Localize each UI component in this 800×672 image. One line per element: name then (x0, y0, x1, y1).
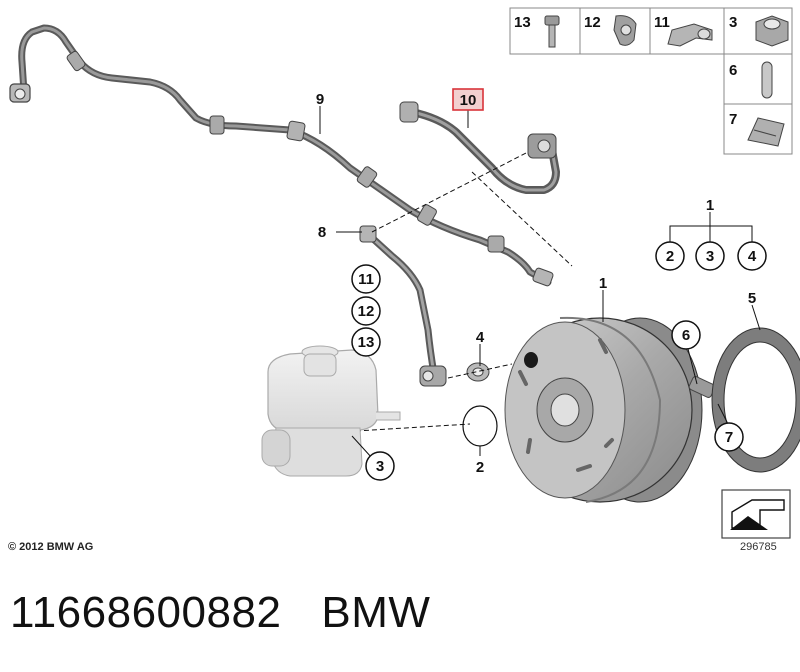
nut-icon (755, 15, 789, 47)
label-9: 9 (316, 91, 324, 108)
circled-labels (351, 241, 767, 481)
bracket-icon (667, 23, 713, 47)
spring-clip-icon (747, 117, 785, 147)
vacuum-line-long (9, 24, 554, 287)
clip-icon (613, 15, 637, 46)
bolt-icon (544, 15, 560, 48)
label-1: 1 (599, 275, 607, 292)
footer-caption: 11668600882 BMW (10, 588, 430, 638)
label-12: 12 (358, 303, 375, 320)
table-label-13: 13 (514, 14, 531, 31)
label-kit-3: 3 (706, 248, 714, 265)
vacuum-hose-10 (399, 101, 560, 194)
brake-booster (504, 316, 716, 503)
copyright-text: © 2012 BMW AG (8, 541, 94, 553)
vacuum-line-short (359, 225, 447, 387)
orientation-arrow-box (721, 489, 791, 539)
table-label-12: 12 (584, 14, 601, 31)
label-2: 2 (476, 459, 484, 476)
table-label-3: 3 (729, 14, 737, 31)
label-10: 10 (460, 92, 477, 109)
seal-ring-2 (462, 405, 498, 447)
callout-leaders (319, 106, 761, 459)
brand-name: BMW (321, 588, 431, 637)
master-cylinder (261, 345, 401, 477)
label-4: 4 (476, 329, 485, 346)
diagram-reference-number: 296785 (740, 541, 777, 553)
label-8: 8 (318, 224, 326, 241)
table-label-6: 6 (729, 62, 737, 79)
label-13: 13 (358, 334, 375, 351)
table-label-11: 11 (654, 14, 670, 31)
label-kit-4: 4 (748, 248, 757, 265)
table-label-7: 7 (729, 111, 737, 128)
leader-lines (339, 151, 701, 433)
label-11: 11 (358, 271, 374, 288)
label-7: 7 (725, 429, 733, 446)
pin-icon (761, 61, 773, 99)
label-5: 5 (748, 290, 756, 307)
hardware-table: 13 12 11 3 6 7 (509, 7, 793, 155)
highlight-box-10 (452, 88, 484, 111)
label-kit-2: 2 (666, 248, 674, 265)
part-number: 11668600882 (10, 588, 282, 637)
label-6: 6 (682, 327, 690, 344)
grommet-4 (466, 362, 490, 382)
label-3: 3 (376, 458, 384, 475)
label-kit-1: 1 (706, 197, 714, 214)
